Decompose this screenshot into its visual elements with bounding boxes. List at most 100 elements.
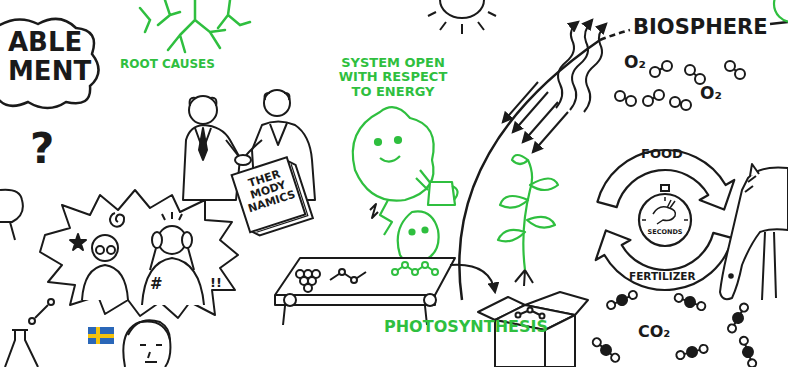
green-molecules-part [412,269,418,275]
horse-part [729,274,733,278]
co2-molecules-part-part [676,350,686,360]
conveyor-belt-part [275,295,435,305]
bottom-left-icons-part [48,299,54,305]
grawlix-symbol: !! [210,276,222,290]
conveyor-belt-part [284,294,296,306]
argument-burst-part [110,213,124,227]
process-label: PHOTOSYNTHESIS [384,318,548,336]
argument-burst-part [152,232,162,248]
biosphere-boundary-part [770,22,788,24]
molecule-formula: O₂ [624,53,646,72]
leaf-character-part [423,228,428,233]
plant-part [530,179,558,191]
cycle-arrows [596,150,735,290]
plant-part [523,160,532,270]
plant-roots [515,270,533,286]
co2-molecules-part-part [628,290,639,301]
oxygen-molecules-part [735,69,745,79]
conveyor-belt-part [275,258,455,295]
bottom-left-icons-part [140,345,162,362]
oxygen-molecules-part [626,96,636,106]
argument-burst-part [82,265,128,300]
plant-roots-part [515,270,533,286]
conveyor-belt-part [424,294,436,306]
leaf-character-part [380,156,432,185]
thought-bubble: ABLE MENT [0,16,106,110]
co2-molecules-part-part [686,346,698,358]
stopwatch-rabbit [642,197,688,224]
conveyor-belt-part [370,204,378,218]
conveyor-belt-part [339,269,345,275]
oxygen-molecules-part [695,74,705,84]
oxygen-molecules-part [681,100,691,110]
green-circle-part [774,0,788,22]
green-molecules-part [392,269,398,275]
green-molecules [392,262,438,275]
bottom-left-icons-part [128,320,170,340]
handshake-men-part [235,155,251,165]
co2-molecules-part-part [591,337,602,348]
molecule-formula: CO₂ [638,323,670,341]
leaf-character-part [398,211,439,262]
sunlight-arrows-part [513,92,548,132]
co2-molecules-part-part [599,343,613,357]
cardboard-box-part [545,315,575,367]
to-box-arrow-part [450,265,495,292]
cardboard-box-part [528,308,533,313]
side-figure-part [10,222,15,240]
bubble-word: ABLE MENT [8,28,94,85]
swedish-flag-part [88,327,114,344]
side-figure-part [0,190,23,222]
sunlight-arrows [503,82,568,152]
co2-molecules-part-part [727,323,738,334]
green-roots-part [140,0,250,32]
heat-arrows-part [570,20,592,110]
to-box-arrow [450,265,495,292]
heat-arrows-part [584,24,606,112]
leaf-character-part [380,200,392,235]
argument-burst-part [40,190,238,318]
flow-label: FERTILIZER [629,271,696,283]
leaf-character-part [410,230,415,235]
co2-molecules-part-part [684,296,697,309]
sun [428,0,496,34]
swedish-flag-part [88,334,114,338]
co2-molecules-part-part [742,346,755,359]
molecule-formula: O₂ [700,84,722,103]
co2-molecules-part [605,289,638,312]
co2-molecules [591,289,759,367]
bottom-left-icons-part [29,318,35,324]
oxygen-molecules-part [650,67,660,77]
leaf-character [353,107,458,262]
co2-molecules-part [673,292,706,312]
horse-part [720,167,788,299]
plant-part [512,155,528,164]
green-roots-part [168,0,225,52]
green-roots [140,0,250,52]
plant-part [498,230,525,242]
co2-molecules-part-part [615,293,628,306]
co2-molecules-part [591,336,622,364]
argument-burst [40,190,238,318]
bottom-left-icons-part [123,321,170,367]
oxygen-molecules-part [670,97,680,107]
conveyor-belt-part [304,284,312,292]
green-circle [774,0,788,22]
co2-molecules-part-part [739,336,749,346]
co2-molecules-part [675,343,708,361]
leaf-character-part [416,178,458,200]
argument-burst-part [182,232,192,248]
sunlight-arrows-part [503,82,538,122]
handshake-men-part [264,90,290,116]
handshake-men-part [189,96,217,124]
leaf-character-part [395,137,401,143]
heat-arrows [556,20,606,112]
oxygen-molecules-part [654,90,664,100]
leaf-character-part [353,107,434,200]
book-cover [232,157,306,232]
leaf-character-part [428,182,455,205]
handshake-men-part [270,123,287,145]
sunlight-arrows-part [533,112,568,152]
argument-burst-part [92,235,118,261]
